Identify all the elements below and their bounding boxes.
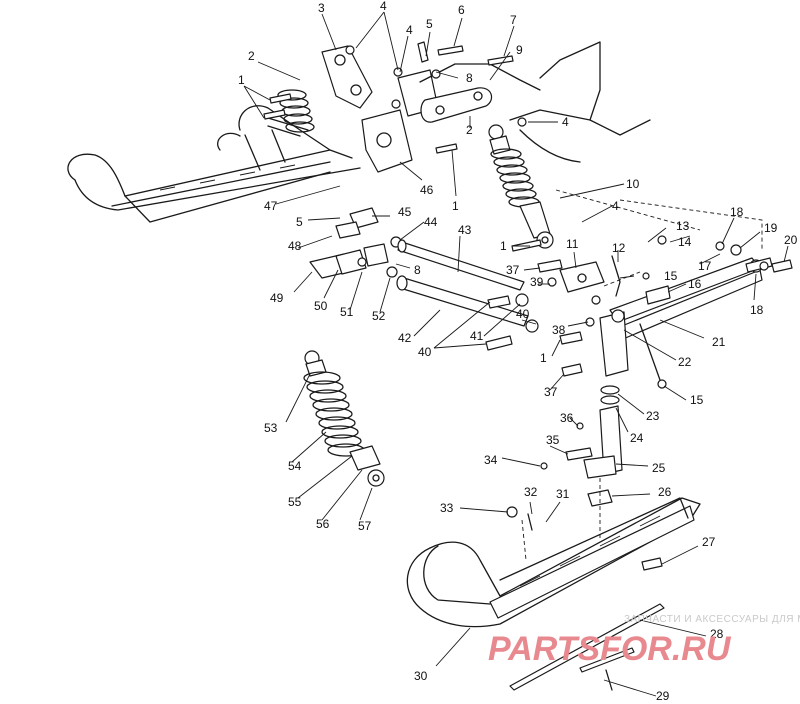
callout-label: 46 [420,183,434,197]
callout-label: 35 [546,433,560,447]
callout-label: 30 [414,669,428,683]
callout-label: 15 [690,393,704,407]
callout-label: 42 [398,331,412,345]
top-fastener-bolts [263,41,527,154]
callout-label: 4 [562,115,569,129]
callout-label: 4 [406,23,413,37]
front-shock-absorber [488,124,554,252]
callout-label: 48 [288,239,302,253]
callout-label: 1 [238,73,245,87]
callout-label: 47 [264,199,278,213]
callout-label: 52 [372,309,386,323]
callout-label: 22 [678,355,692,369]
callout-label: 10 [626,177,640,191]
callout-label: 24 [630,431,644,445]
callout-label: 11 [566,237,579,251]
callout-label: 5 [296,215,303,229]
callout-label: 8 [466,71,473,85]
left-linkage-parts [309,207,402,279]
callout-label: 37 [544,385,558,399]
callout-label: 9 [516,43,523,57]
callout-label: 54 [288,459,302,473]
callout-label: 49 [270,291,284,305]
callout-label: 31 [556,487,570,501]
callout-label: 40 [516,307,530,321]
callout-label: 26 [658,485,672,499]
callout-label: 28 [710,627,724,641]
callout-label: 7 [510,13,517,27]
rear-ski-assembly [67,105,361,223]
callout-label: 44 [424,215,438,229]
callout-label: 1 [540,351,547,365]
callout-label: 39 [530,275,544,289]
callout-label: 1 [452,199,459,213]
rear-spring [267,89,315,137]
callout-label: 33 [440,501,454,515]
callout-label: 57 [358,519,372,533]
callout-label: 18 [750,303,764,317]
callout-label: 55 [288,495,302,509]
callout-label: 43 [458,223,472,237]
callout-label: 13 [676,219,690,233]
callout-label: 14 [678,235,692,249]
callout-label: 37 [506,263,520,277]
steering-arm-bracket [537,255,641,327]
callout-label: 34 [484,453,498,467]
callout-label: 2 [466,123,473,137]
leader-lines [243,11,789,697]
callout-label: 15 [664,269,678,283]
callout-label: 12 [612,241,626,255]
callout-label: 21 [712,335,726,349]
watermark-tagline: ЗАПЧАСТИ И АКСЕССУАРЫ ДЛЯ МОТОТЕХНИКИ [624,614,800,625]
callout-label: 32 [524,485,538,499]
callout-label: 20 [784,233,798,247]
callout-label: 56 [316,517,330,531]
callout-label: 6 [458,3,465,17]
callout-label: 27 [702,535,716,549]
callout-label: 40 [418,345,432,359]
callout-label: 5 [426,17,433,31]
callout-label: 38 [552,323,566,337]
callout-label: 1 [500,239,507,253]
callout-label: 25 [652,461,666,475]
callout-label: 16 [688,277,702,291]
callout-label: 53 [264,421,278,435]
callout-label: 36 [560,411,574,425]
callout-label: 23 [646,409,660,423]
callout-label: 4 [380,0,387,13]
control-rods [396,239,539,351]
callout-label: 18 [730,205,744,219]
callout-label: 50 [314,299,328,313]
callout-label: 3 [318,1,325,15]
callout-label: 45 [398,205,412,219]
callout-label: 29 [656,689,670,703]
ski-shock-absorber [303,350,385,487]
upper-mount-brackets [321,41,651,173]
callout-label: 17 [698,259,712,273]
callout-label: 8 [414,263,421,277]
callout-label: 41 [470,329,484,343]
callout-label: 51 [340,305,354,319]
callout-label: 2 [248,49,255,63]
callout-label: 4 [612,199,619,213]
ski-spindle [540,309,667,479]
watermark-brand: PARTSFOR.RU [488,630,732,668]
callout-label: 19 [764,221,778,235]
